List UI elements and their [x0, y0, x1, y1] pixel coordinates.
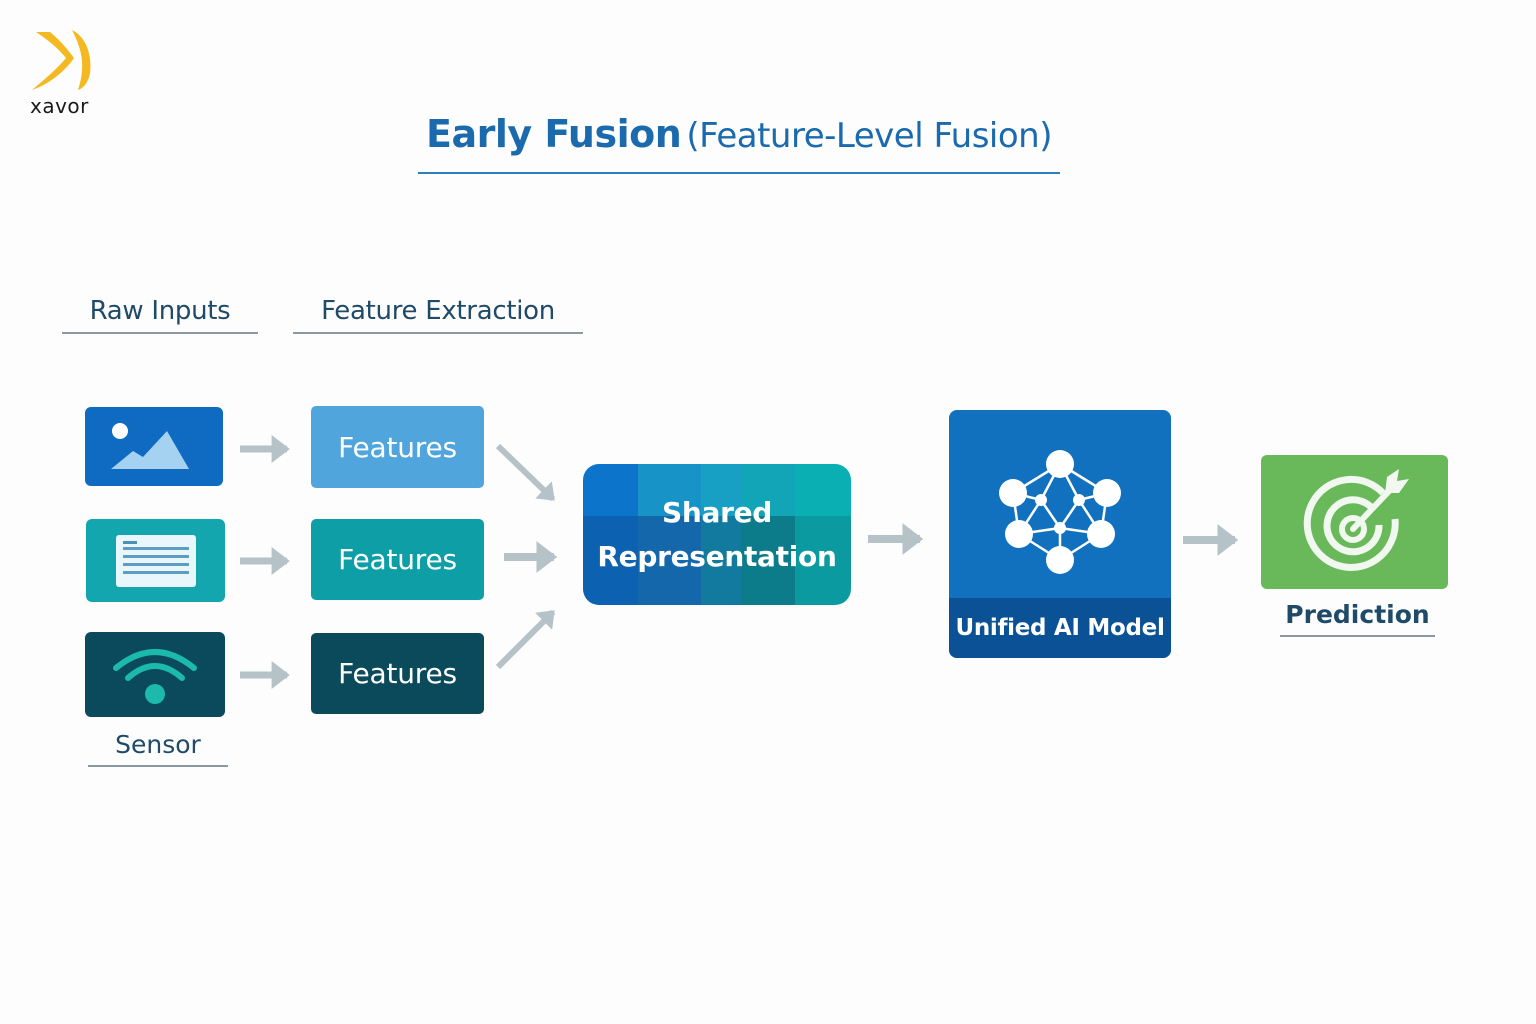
image-icon — [111, 422, 189, 469]
title-subtitle: (Feature-Level Fusion) — [686, 116, 1052, 156]
unified-ai-model-box: Unified AI Model — [949, 410, 1171, 658]
title-main: Early Fusion — [426, 112, 682, 156]
unified-ai-model-label: Unified AI Model — [949, 598, 1171, 658]
brand-name: xavor — [30, 94, 89, 118]
shared-label-line2: Representation — [597, 539, 837, 573]
arrow-features3-to-shared — [495, 609, 556, 670]
arrow-features1-to-shared — [495, 443, 556, 502]
sensor-label: Sensor — [88, 730, 228, 767]
neural-network-icon — [999, 450, 1121, 574]
feature-extraction-heading: Feature Extraction — [293, 296, 583, 334]
text-input-box — [86, 519, 225, 602]
target-arrow-icon — [1303, 469, 1409, 571]
shared-representation-label: Shared Representation — [597, 491, 837, 579]
prediction-box — [1261, 455, 1448, 589]
document-text-icon — [115, 534, 196, 587]
wifi-sensor-icon — [113, 648, 197, 704]
sensor-input-box — [85, 632, 225, 717]
features-box-text: Features — [311, 519, 484, 600]
raw-inputs-heading: Raw Inputs — [62, 296, 258, 334]
shared-mosaic-background — [583, 464, 851, 605]
diagram-title: Early Fusion (Feature-Level Fusion) — [418, 112, 1060, 174]
shared-representation-box: Shared Representation — [583, 464, 851, 605]
features-box-sensor: Features — [311, 633, 484, 714]
image-input-box — [85, 407, 223, 486]
xavor-logo-icon — [32, 30, 91, 90]
shared-label-line1: Shared — [661, 495, 773, 529]
prediction-label: Prediction — [1280, 600, 1435, 637]
features-box-image: Features — [311, 406, 484, 488]
